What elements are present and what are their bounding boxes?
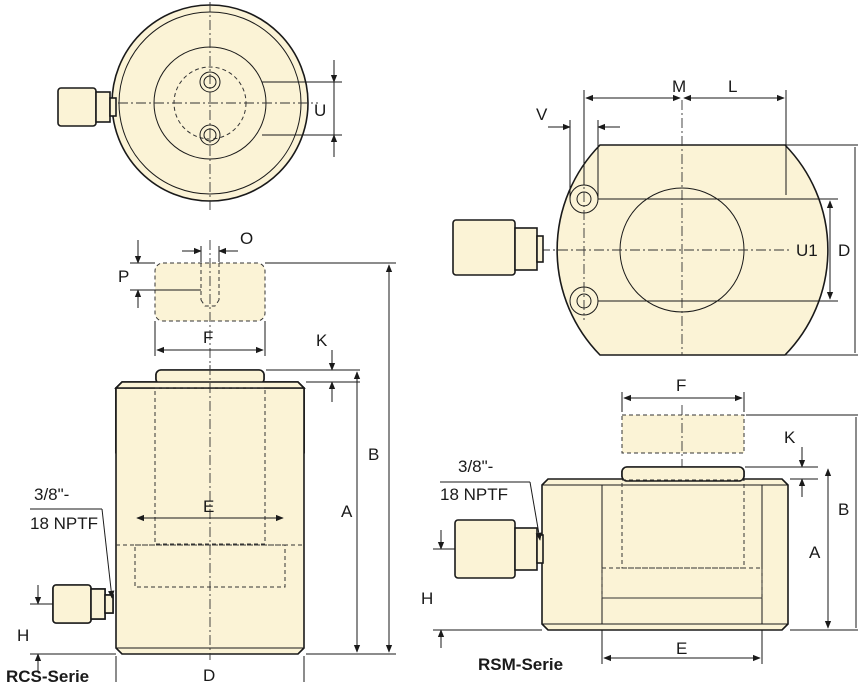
label-V: V — [536, 105, 548, 124]
thread-label-rsm-line1: 3/8"- — [458, 457, 493, 476]
label-K: K — [316, 331, 328, 350]
rsm-series-title: RSM-Serie — [478, 655, 563, 674]
rsm-cylinder-outline — [541, 478, 789, 631]
label-U: U — [314, 101, 326, 120]
label-A-rsm: A — [809, 543, 821, 562]
label-F: F — [203, 328, 213, 347]
thread-label-rsm-line2: 18 NPTF — [440, 485, 508, 504]
rsm-top-dimensions — [548, 90, 858, 356]
thread-label-line1: 3/8"- — [34, 485, 69, 504]
rcs-series-title: RCS-Serie — [6, 667, 89, 682]
label-U1: U1 — [796, 241, 818, 260]
rsm-ghost-plunger — [621, 414, 745, 454]
rsm-plunger — [621, 466, 745, 482]
label-B: B — [368, 445, 379, 464]
label-P: P — [118, 267, 129, 286]
rcs-top-view — [57, 2, 342, 210]
label-A: A — [341, 502, 353, 521]
label-E-rsm: E — [676, 639, 687, 658]
label-H: H — [17, 626, 29, 645]
label-M: M — [672, 77, 686, 96]
label-H-rsm: H — [421, 589, 433, 608]
thread-label-line2: 18 NPTF — [30, 514, 98, 533]
label-D-rsm: D — [838, 241, 850, 260]
label-B-rsm: B — [838, 500, 849, 519]
rcs-dimensions — [30, 240, 396, 682]
label-E: E — [203, 497, 214, 516]
label-D: D — [203, 666, 215, 682]
label-O: O — [240, 229, 253, 248]
label-F-rsm: F — [676, 376, 686, 395]
label-K-rsm: K — [784, 428, 796, 447]
label-L: L — [728, 77, 737, 96]
